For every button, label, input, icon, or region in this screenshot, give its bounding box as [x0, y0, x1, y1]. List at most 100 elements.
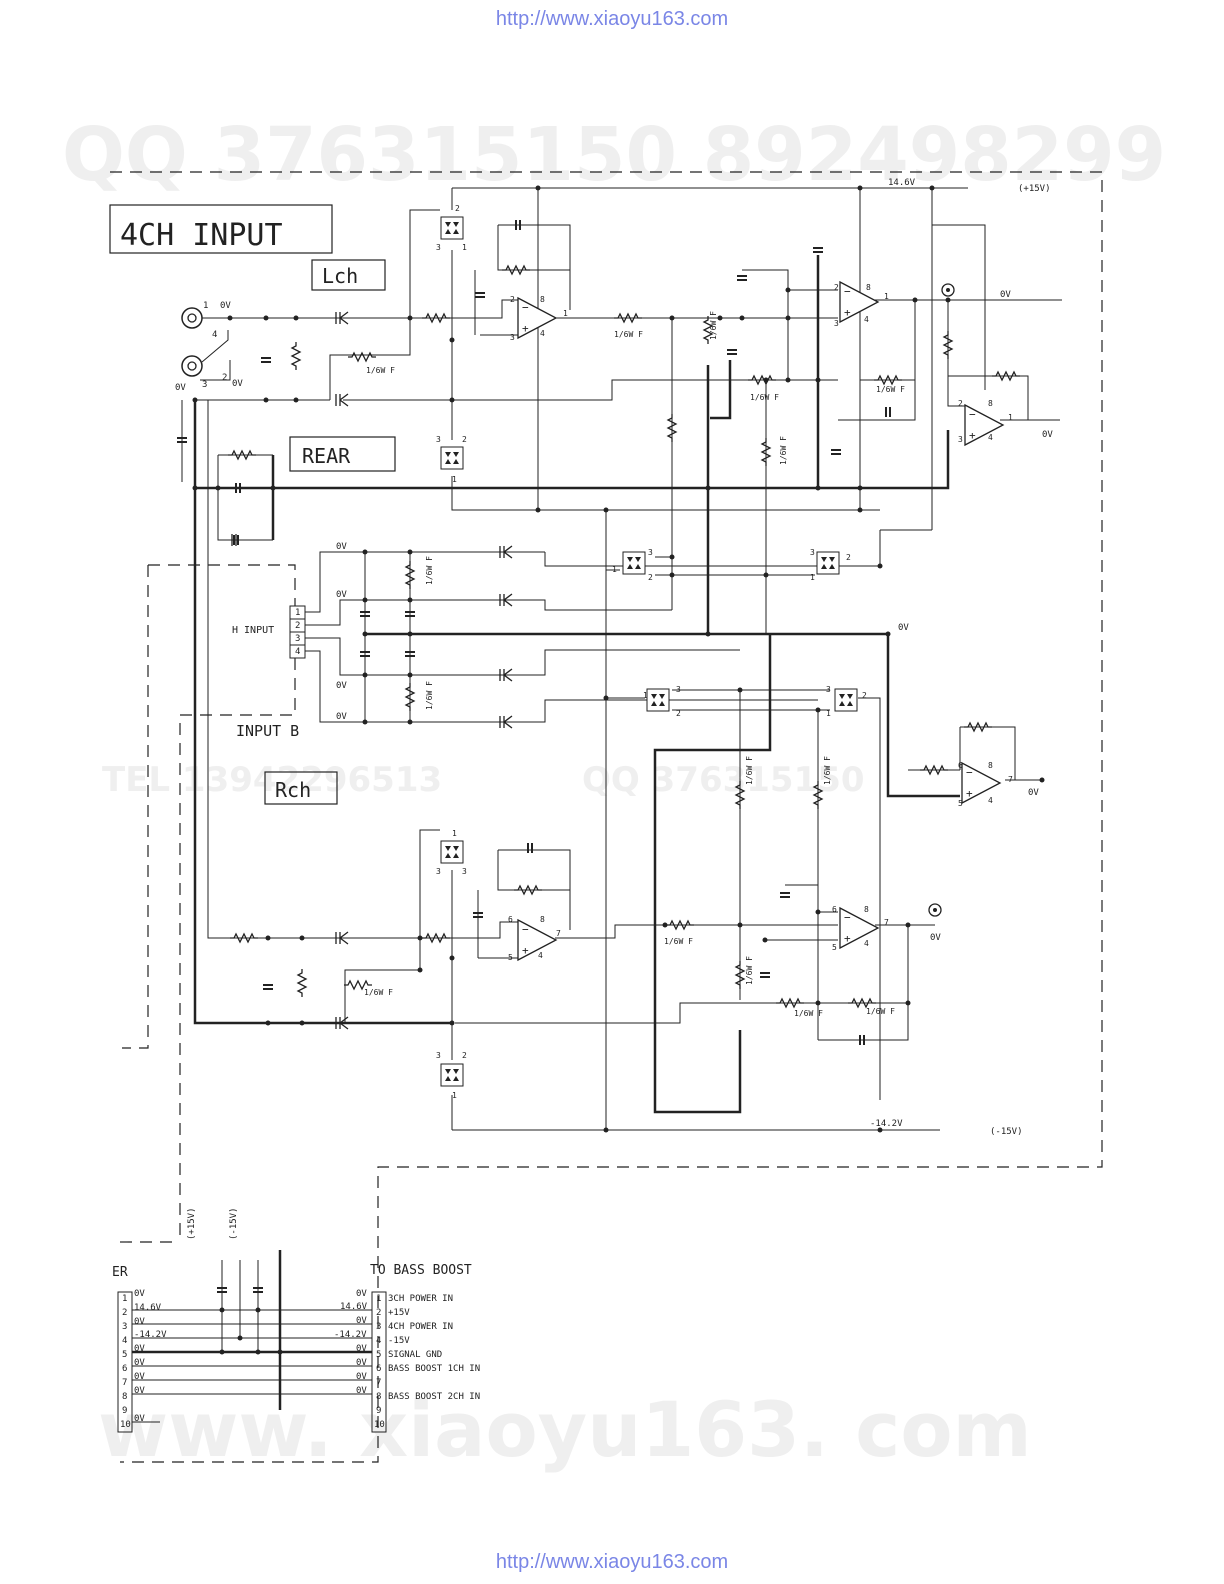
svg-text:3: 3	[676, 685, 681, 694]
cl-pin: 9	[122, 1406, 128, 1416]
res-note-3: 1/6W F	[750, 393, 779, 402]
res-note-9: 1/6W F	[709, 311, 718, 340]
svg-text:3: 3	[436, 1051, 441, 1060]
svg-text:2: 2	[455, 204, 460, 213]
svg-text:2: 2	[648, 573, 653, 582]
svg-text:4: 4	[988, 796, 993, 805]
rail-pos-tag: (+15V)	[1018, 184, 1051, 194]
cr-pin: 1	[376, 1294, 382, 1304]
res-note-11: 1/6W F	[425, 556, 434, 585]
svg-text:1: 1	[810, 573, 815, 582]
cl-net: 14.6V	[134, 1303, 162, 1313]
cr-pin: 6	[376, 1364, 382, 1374]
cl-pin: 5	[122, 1350, 128, 1360]
cr-pin: 9	[376, 1406, 382, 1416]
left-cut-label: ER	[112, 1265, 128, 1280]
svg-text:3: 3	[436, 435, 441, 444]
svg-text:3: 3	[436, 243, 441, 252]
svg-text:1: 1	[612, 565, 617, 574]
cr-pin: 10	[374, 1420, 385, 1430]
title-4ch-input: 4CH INPUT	[120, 218, 283, 253]
cr-net: 0V	[356, 1316, 367, 1326]
res-note-2: 1/6W F	[614, 330, 643, 339]
svg-text:5: 5	[832, 943, 837, 952]
svg-text:6: 6	[958, 761, 963, 770]
svg-text:2: 2	[958, 399, 963, 408]
svg-text:7: 7	[884, 918, 889, 927]
svg-text:3: 3	[648, 548, 653, 557]
svg-text:7: 7	[1008, 775, 1013, 784]
cr-pin: 2	[376, 1308, 382, 1318]
cr-net: 14.6V	[340, 1302, 368, 1312]
svg-text:2: 2	[834, 283, 839, 292]
hin-label-1: 0V	[336, 542, 347, 552]
svg-text:4: 4	[988, 433, 993, 442]
cr-pin: 5	[376, 1350, 382, 1360]
svg-text:7: 7	[556, 929, 561, 938]
hin-pin-4: 4	[295, 647, 301, 657]
svg-text:1: 1	[452, 475, 457, 484]
svg-text:3: 3	[462, 867, 467, 876]
res-note-10: 1/6W F	[779, 436, 788, 465]
res-note-7: 1/6W F	[794, 1009, 823, 1018]
svg-text:4: 4	[540, 329, 545, 338]
svg-text:1: 1	[203, 301, 208, 311]
svg-text:2: 2	[462, 435, 467, 444]
watermark-site: www. xiaoyu163. com	[98, 1385, 1032, 1474]
res-note-5: 1/6W F	[664, 937, 693, 946]
cr-pin: 7	[376, 1378, 382, 1388]
svg-text:4: 4	[864, 939, 869, 948]
rail-neg-tag: (-15V)	[990, 1127, 1023, 1137]
res-note-14: 1/6W F	[823, 756, 832, 785]
footer-url[interactable]: http://www.xiaoyu163.com	[495, 1551, 729, 1573]
header-url[interactable]: http://www.xiaoyu163.com	[495, 8, 729, 30]
svg-text:1: 1	[1008, 413, 1013, 422]
out-label-3: 0V	[930, 933, 941, 943]
svg-text:2: 2	[462, 1051, 467, 1060]
svg-text:1: 1	[452, 1091, 457, 1100]
cr-net: 0V	[356, 1344, 367, 1354]
cr-func: -15V	[388, 1336, 410, 1346]
svg-text:8: 8	[988, 399, 993, 408]
res-note-12: 1/6W F	[425, 681, 434, 710]
cr-pin: 8	[376, 1392, 382, 1402]
cl-pin: 3	[122, 1322, 128, 1332]
svg-text:2: 2	[222, 373, 227, 383]
supply-neg-tag: (-15V)	[229, 1207, 239, 1240]
cr-net: 0V	[356, 1289, 367, 1299]
rail-pos-value: 14.6V	[888, 178, 916, 188]
svg-text:8: 8	[540, 295, 545, 304]
cl-pin: 6	[122, 1364, 128, 1374]
svg-text:8: 8	[988, 761, 993, 770]
svg-text:5: 5	[958, 799, 963, 808]
out-label-2: 0V	[1042, 430, 1053, 440]
hin-pin-3: 3	[295, 634, 301, 644]
label-lch: Lch	[322, 264, 358, 288]
to-bass-boost-label: TO BASS BOOST	[370, 1263, 472, 1278]
cr-pin: 3	[376, 1322, 382, 1332]
cl-net: -14.2V	[134, 1330, 167, 1340]
cr-func: 4CH POWER IN	[388, 1322, 454, 1332]
cr-func: BASS BOOST 2CH IN	[388, 1392, 481, 1402]
cl-pin: 10	[120, 1420, 131, 1430]
cl-pin: 7	[122, 1378, 128, 1388]
res-note-15: 1/6W F	[745, 956, 754, 985]
res-note-13: 1/6W F	[745, 756, 754, 785]
svg-text:2: 2	[862, 691, 867, 700]
svg-text:2: 2	[846, 553, 851, 562]
cr-net: 0V	[356, 1358, 367, 1368]
svg-text:6: 6	[832, 905, 837, 914]
cl-pin: 8	[122, 1392, 128, 1402]
jack-label-0v: 0V	[220, 301, 231, 311]
svg-text:3: 3	[958, 435, 963, 444]
svg-text:8: 8	[866, 283, 871, 292]
cl-net: 0V	[134, 1386, 145, 1396]
svg-text:3: 3	[810, 548, 815, 557]
cl-net: 0V	[134, 1414, 145, 1424]
cr-func: SIGNAL GND	[388, 1350, 443, 1360]
cl-net: 0V	[134, 1358, 145, 1368]
cl-net: 0V	[134, 1289, 145, 1299]
label-rear: REAR	[302, 444, 351, 468]
svg-text:1: 1	[884, 292, 889, 301]
